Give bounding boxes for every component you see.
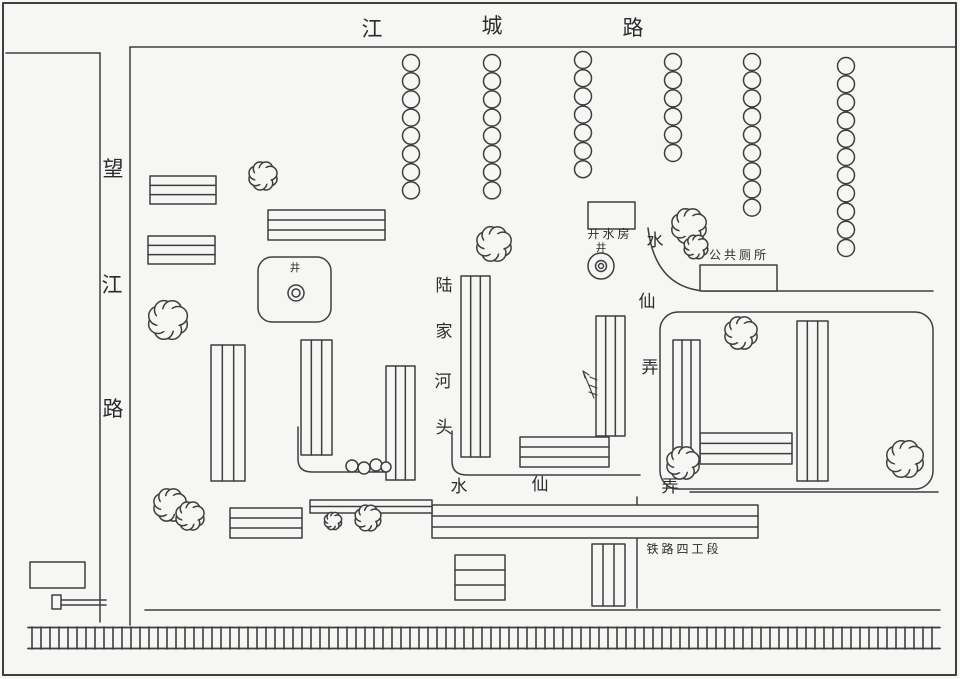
- labels: 江 城 路 望 江 路 陆 家 河 头 水 仙 弄 水 仙 弄 开水房 井 井 …: [102, 14, 769, 556]
- building: [591, 543, 626, 607]
- building: [699, 432, 793, 465]
- label-shuixian-lane-v-char: 弄: [642, 358, 659, 378]
- building: [210, 344, 246, 482]
- annotation-arrowhead: [582, 370, 590, 379]
- tree-columns: [401, 50, 856, 258]
- bush: [369, 458, 383, 472]
- building: [29, 561, 86, 589]
- building: [699, 264, 778, 292]
- tree: [666, 446, 700, 480]
- small-annotation: [582, 370, 598, 399]
- label-shuixian-lane-h-char: 水: [451, 477, 468, 497]
- well-inner-ring: [594, 259, 608, 273]
- label-well-b: 井: [596, 241, 607, 254]
- tree-column: [663, 52, 683, 163]
- label-boiler-room: 开水房: [587, 226, 632, 241]
- well-outer-ring: [587, 252, 615, 280]
- label-lujiahetou-char: 陆: [436, 276, 453, 296]
- label-lujiahetou-char: 头: [436, 418, 453, 438]
- building: [519, 436, 610, 468]
- building: [796, 320, 829, 482]
- tree-column: [742, 52, 762, 217]
- block-enclosure: [659, 311, 934, 490]
- yard-wall-2: [451, 430, 641, 476]
- building: [672, 339, 701, 462]
- well-center-dot: [597, 262, 605, 270]
- building: [454, 554, 506, 601]
- tree: [354, 504, 382, 532]
- tree-column: [836, 56, 856, 258]
- tree: [323, 511, 343, 531]
- tree: [885, 439, 925, 479]
- label-wangjiang-road-char: 路: [103, 397, 124, 421]
- label-jiangcheng-road-char: 路: [623, 16, 644, 40]
- label-shuixian-lane-h-char: 仙: [532, 475, 549, 495]
- tree: [147, 299, 189, 341]
- bush: [357, 461, 371, 475]
- building: [595, 315, 626, 437]
- tree-column: [482, 53, 502, 200]
- building: [587, 201, 636, 230]
- label-lujiahetou-char: 家: [436, 322, 453, 342]
- label-wangjiang-road-char: 江: [102, 273, 123, 297]
- bush: [345, 459, 359, 473]
- tree: [175, 501, 205, 531]
- stub-end-cap: [51, 594, 62, 610]
- building: [229, 507, 303, 539]
- building: [147, 235, 216, 265]
- label-jiangcheng-road-char: 城: [482, 14, 503, 38]
- label-public-toilet: 公共厕所: [709, 248, 769, 262]
- tree-column: [401, 53, 421, 200]
- label-shuixian-lane-v-char: 水: [647, 231, 664, 251]
- label-railway-section: 铁路四工段: [646, 541, 721, 556]
- label-shuixian-lane-h-char: 弄: [662, 477, 679, 497]
- label-shuixian-lane-v-char: 仙: [639, 292, 656, 312]
- building: [300, 339, 333, 456]
- tree: [248, 161, 278, 191]
- well-icon: [287, 284, 305, 302]
- yard-wall-1: [297, 426, 391, 473]
- annotation-scribble: [588, 376, 598, 396]
- bush: [380, 461, 392, 473]
- label-lujiahetou-char: 河: [435, 372, 452, 392]
- label-jiangcheng-road-char: 江: [362, 17, 383, 41]
- trees: [147, 161, 925, 532]
- label-well-a: 井: [290, 261, 301, 274]
- tree-column: [573, 50, 593, 179]
- building: [267, 209, 386, 241]
- building: [149, 175, 217, 205]
- well-inner-ring: [291, 288, 301, 298]
- tree: [724, 316, 758, 350]
- building: [385, 365, 416, 481]
- boiler-well-icon: [587, 252, 615, 280]
- building: [460, 275, 491, 458]
- tree: [683, 234, 709, 260]
- buildings: [29, 175, 829, 607]
- tree: [476, 226, 512, 262]
- label-wangjiang-road-char: 望: [103, 157, 124, 181]
- well-outer-ring: [287, 284, 305, 302]
- railway-track: [27, 626, 941, 650]
- building: [431, 504, 759, 539]
